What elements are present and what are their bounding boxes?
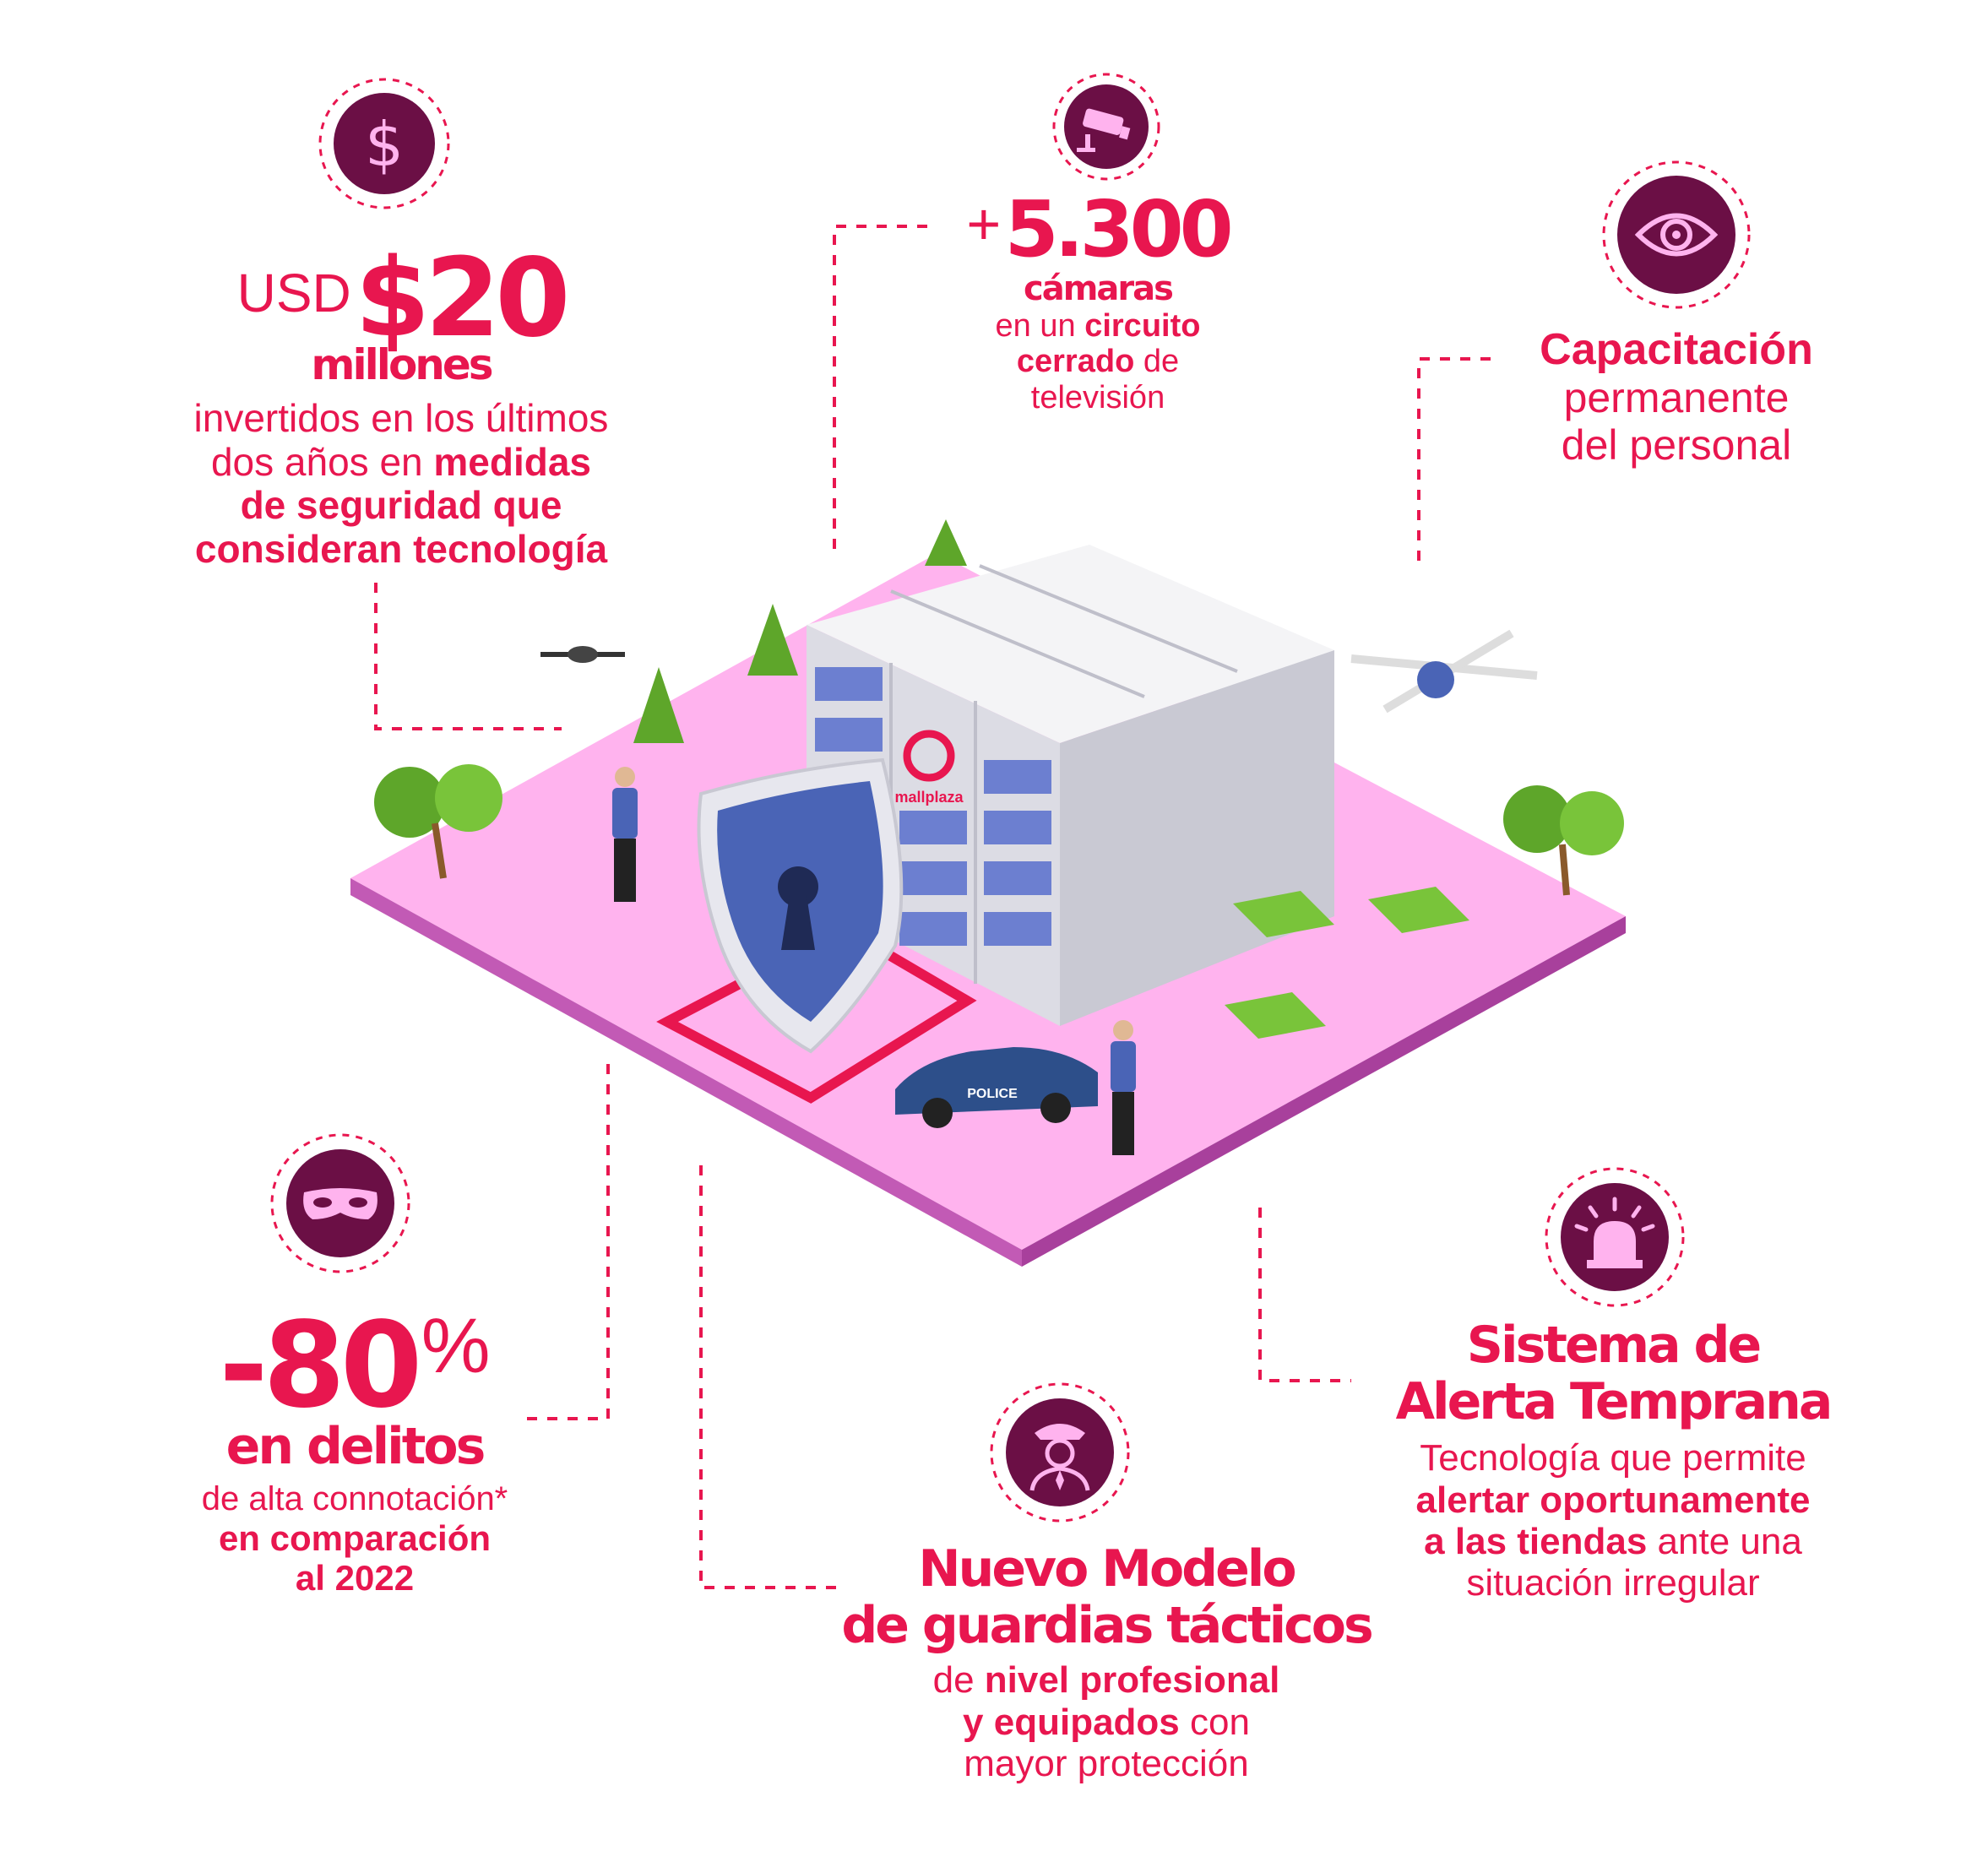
alert-title1: Sistema de [1466, 1316, 1762, 1375]
dollar-icon: $ [317, 76, 452, 215]
plaza-edge-left [350, 878, 1022, 1267]
crime-percent: % [421, 1303, 491, 1389]
training-line1: permanente [1563, 374, 1790, 422]
alarm-icon [1543, 1165, 1687, 1313]
drone-icon [1350, 629, 1538, 714]
cameras-unit: cámaras [1024, 269, 1174, 308]
investment-unit: millones [311, 340, 493, 389]
training-line2: del personal [1561, 421, 1792, 470]
investment-line2: dos años en medidas [210, 439, 592, 484]
tree-icon [374, 764, 502, 879]
umbrella-icon [1225, 887, 1469, 1039]
guards-block: Nuevo Modelo de guardias tácticos de niv… [811, 1539, 1402, 1784]
cameras-line3: televisión [1030, 379, 1165, 415]
crime-number: -80 [219, 1297, 422, 1435]
eye-icon [1600, 159, 1752, 315]
camera-icon [1051, 72, 1161, 186]
cameras-block: + 5.300 cámaras en un circuito cerrado d… [912, 186, 1284, 415]
guards-title2: de guardias tácticos [841, 1596, 1373, 1656]
guards-title1: Nuevo Modelo [918, 1539, 1296, 1599]
mall-brand-label: mallplaza [894, 789, 964, 806]
police-car-label: POLICE [967, 1087, 1018, 1101]
training-title: Capacitación [1540, 325, 1813, 374]
mall-logo [903, 730, 955, 782]
drone-icon [540, 646, 625, 663]
guards-line3: mayor protección [964, 1742, 1249, 1784]
cameras-count: 5.300 [1004, 184, 1234, 274]
crime-line3: al 2022 [295, 1558, 415, 1599]
training-block: Capacitación permanente del personal [1465, 325, 1888, 469]
mask-icon [269, 1132, 412, 1279]
tree-icon [1503, 785, 1624, 896]
alert-line2: alertar oportunamente [1415, 1479, 1811, 1521]
cameras-line2: cerrado de [1016, 344, 1180, 380]
alert-line3: a las tiendas ante una [1424, 1520, 1802, 1562]
cameras-plus: + [966, 191, 1002, 257]
alert-title2: Alerta Temprana [1395, 1372, 1833, 1432]
svg-text:$: $ [365, 109, 404, 180]
guards-line1: de nivel profesional [932, 1659, 1280, 1702]
guard-figure-icon [1111, 1020, 1136, 1155]
plaza-edge-right [1022, 916, 1626, 1267]
crime-title: en delitos [225, 1417, 486, 1476]
currency-prefix: USD [236, 263, 351, 323]
cameras-line1: en un circuito [995, 307, 1201, 344]
guards-line2: y equipados con [963, 1701, 1250, 1743]
investment-block: USD $20 millones invertidos en los últim… [127, 238, 676, 571]
investment-line3: de seguridad que [240, 483, 562, 528]
crime-block: -80 % en delitos de alta connotación* en… [118, 1300, 591, 1598]
alert-line4: situación irregular [1466, 1562, 1760, 1604]
guard-figure-icon [612, 767, 638, 902]
alert-line1: Tecnología que permite [1420, 1437, 1806, 1479]
shield-icon [697, 757, 904, 1054]
crime-line2: en comparación [218, 1517, 492, 1558]
investment-line1: invertidos en los últimos [193, 396, 609, 440]
alert-block: Sistema de Alerta Temprana Tecnología qu… [1334, 1316, 1892, 1604]
investment-amount: $20 [355, 236, 570, 361]
crime-line1: de alta connotación* [201, 1480, 508, 1518]
investment-line4: consideran tecnología [194, 526, 608, 571]
police-car-icon [895, 1047, 1098, 1128]
guard-icon [988, 1381, 1132, 1528]
pine-tree-icon [633, 519, 967, 743]
